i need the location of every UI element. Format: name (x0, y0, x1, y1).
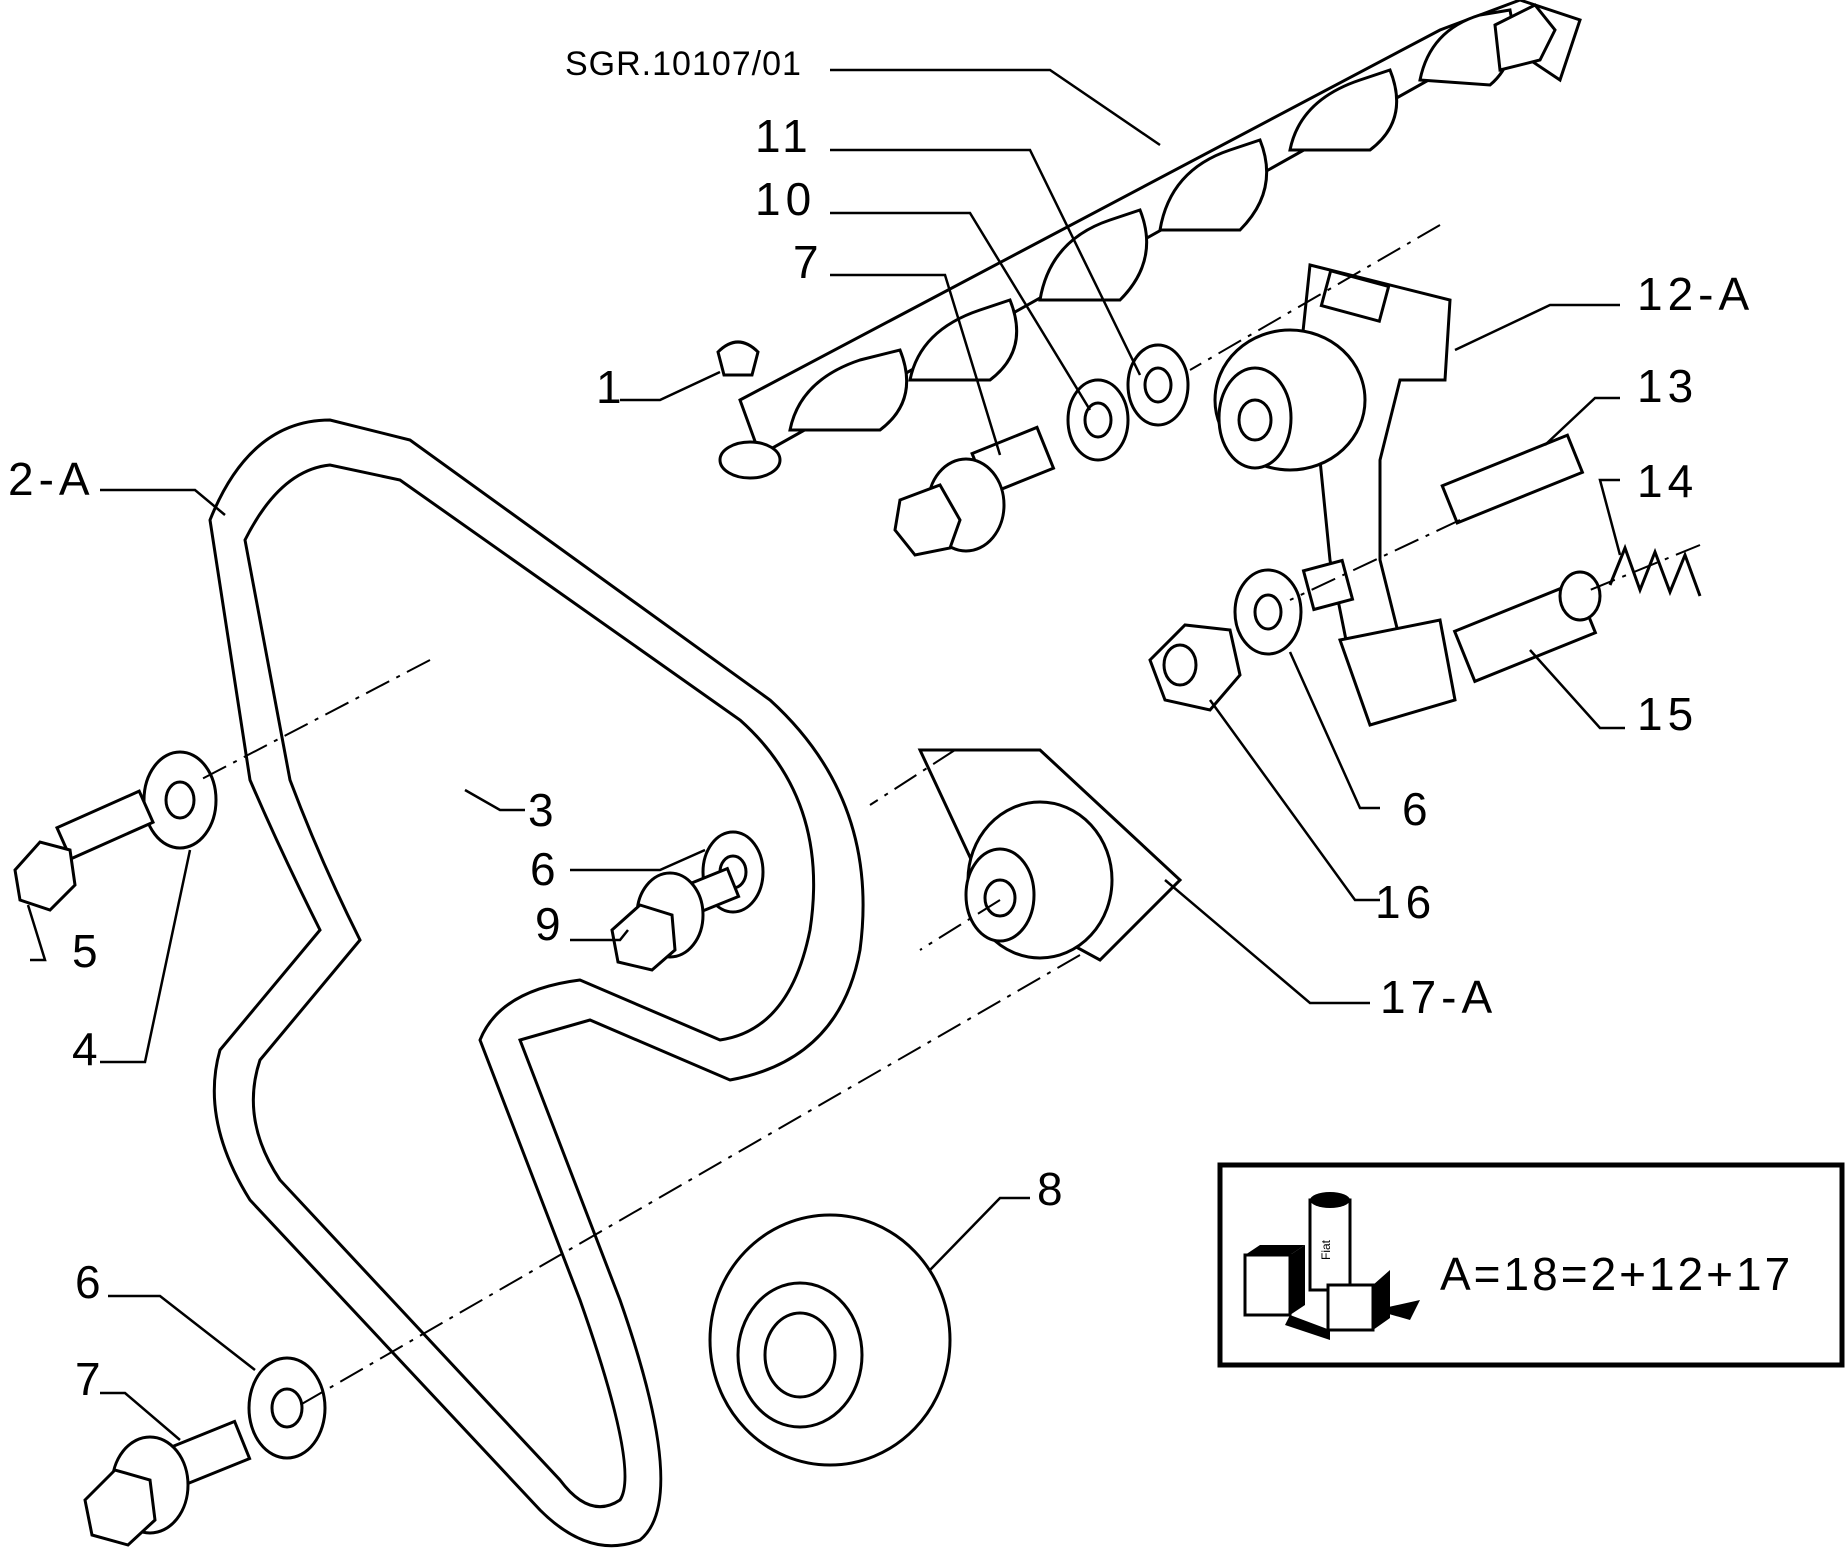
drawing-code: SGR.10107/01 (565, 45, 802, 83)
callout-4: 4 (72, 1023, 103, 1075)
callout-5: 5 (72, 925, 103, 977)
callout-13: 13 (1637, 360, 1698, 412)
nut-16 (1148, 623, 1242, 712)
woodruff-key (716, 340, 760, 377)
callout-3: 3 (528, 784, 559, 836)
centerline-camshaft (1189, 224, 1441, 371)
idler-17a (917, 748, 1183, 962)
callout-16: 16 (1375, 876, 1436, 928)
callout-15: 15 (1637, 688, 1698, 740)
flange-bolt-9 (610, 866, 741, 972)
washer-4-hole (164, 780, 196, 820)
callout-9: 9 (535, 898, 566, 950)
callout-6-bottom: 6 (75, 1256, 106, 1308)
timing-belt-2a (208, 418, 865, 1548)
washer-11-hole (1143, 366, 1173, 404)
flange-bolt-7-bottom (83, 1419, 252, 1547)
kit-logo-text: Fiat (1319, 1239, 1333, 1260)
centerline-idler-bottom (919, 899, 1001, 951)
tensioner-12a (1213, 263, 1457, 727)
callout-6-middle: 6 (530, 843, 561, 895)
centerline-idler-top (869, 749, 956, 806)
stud-13 (1440, 433, 1585, 525)
crankshaft-sprocket-8 (708, 1213, 952, 1467)
callout-14: 14 (1637, 455, 1698, 507)
callout-12a: 12-A (1637, 268, 1754, 320)
camshaft (718, 0, 1582, 480)
callout-17a: 17-A (1380, 971, 1497, 1023)
flange-bolt-7-top (893, 425, 1056, 557)
centerline-pulley (199, 659, 431, 781)
bolt-5 (13, 789, 156, 912)
callout-2a: 2-A (8, 453, 95, 505)
washer-10-hole (1083, 401, 1113, 439)
washer-6-right-hole (1253, 593, 1283, 631)
centerline-stud (1289, 519, 1461, 601)
centerline-crank (299, 954, 1081, 1406)
callout-1: 1 (596, 361, 627, 413)
spring-14 (1608, 543, 1702, 597)
callout-7-top: 7 (793, 236, 824, 288)
callout-6-right: 6 (1402, 783, 1433, 835)
callout-7-bottom: 7 (75, 1353, 106, 1405)
callout-8: 8 (1037, 1163, 1068, 1215)
callout-10: 10 (755, 173, 816, 225)
leader-lines (26, 68, 1625, 1441)
centerline-tensioner (1589, 544, 1701, 591)
kit-box: Fiat A=18=2+12+17 (1217, 1162, 1845, 1368)
pin-15 (1452, 570, 1602, 684)
washer-6-bottom-hole (270, 1387, 304, 1429)
kit-formula: A=18=2+12+17 (1440, 1248, 1793, 1300)
parts-kit-icon: Fiat (1243, 1192, 1420, 1340)
callout-11: 11 (755, 110, 813, 162)
